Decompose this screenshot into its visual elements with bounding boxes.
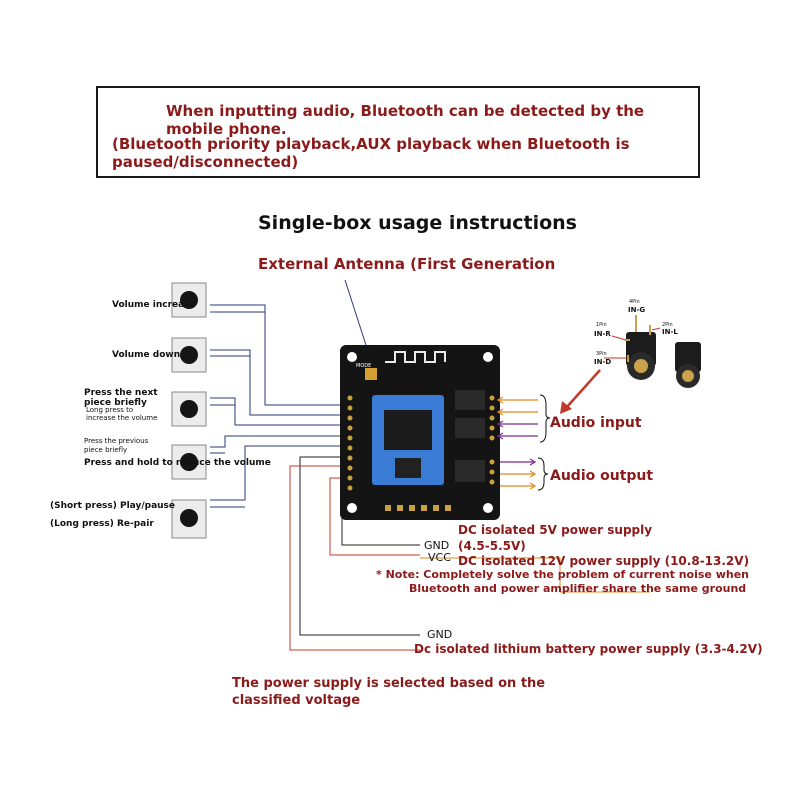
- button-label-next-d: increase the volume: [86, 414, 158, 422]
- antenna-connector: [365, 368, 377, 380]
- ic-chip: [455, 460, 485, 482]
- lithium-label: Dc isolated lithium battery power supply…: [414, 642, 763, 656]
- audio-input-arrows: [496, 396, 538, 440]
- button-label-next-c: Long press to: [86, 406, 134, 414]
- button-label-previous-b: piece briefly: [84, 446, 128, 454]
- notice-box: [96, 86, 700, 178]
- jack-pin-4: 4Pin: [629, 299, 640, 305]
- bt-chip: [384, 410, 432, 450]
- antenna-label: External Antenna (First Generation: [258, 255, 556, 273]
- mount-hole: [347, 352, 357, 362]
- button-label-play-pause: (Short press) Play/pause: [50, 501, 176, 511]
- jack-pin-3: 3Pin: [596, 351, 607, 357]
- note-line-1: * Note: Completely solve the problem of …: [376, 568, 749, 581]
- jack-label-r: IN-R: [594, 330, 611, 338]
- jack-label-line: [611, 335, 627, 341]
- button-wires: [210, 304, 345, 508]
- audio-input-label: Audio input: [550, 415, 642, 431]
- bt-chip-small: [395, 458, 421, 478]
- button-label-volume-down: Volume down: [112, 350, 181, 360]
- jack-pin-1: 1Pin: [596, 322, 607, 328]
- mount-hole: [483, 503, 493, 513]
- right-pin-header: [489, 395, 495, 485]
- notice-line-2: mobile phone.: [166, 120, 287, 138]
- bottom-pin-header: [385, 505, 451, 511]
- jack-label-d: IN-D: [594, 358, 611, 366]
- notice-line-1: When inputting audio, Bluetooth can be d…: [166, 102, 645, 120]
- jack-pointer-arrow: [565, 369, 601, 409]
- footer-line-2: classified voltage: [232, 693, 361, 708]
- audio-output-brace: [537, 457, 549, 491]
- left-pin-header: [347, 395, 353, 491]
- tactile-button-3: [171, 391, 207, 427]
- gnd-wire-lithium: [299, 456, 420, 636]
- notice-line-4: paused/disconnected): [112, 153, 299, 171]
- note-line-2: Bluetooth and power amplifier share the …: [409, 582, 747, 595]
- notice-line-3: (Bluetooth priority playback,AUX playbac…: [112, 135, 630, 153]
- gnd-label-lithium: GND: [427, 628, 453, 641]
- button-label-previous-a: Press the previous: [84, 437, 149, 445]
- ic-chip: [455, 390, 485, 410]
- mount-hole: [483, 352, 493, 362]
- jack-label-g: IN-G: [628, 306, 645, 314]
- audio-jack-photo: [625, 315, 701, 388]
- button-label-previous-c: Press and hold to reduce the volume: [84, 458, 271, 468]
- mount-hole: [347, 503, 357, 513]
- footer-line-1: The power supply is selected based on th…: [232, 676, 546, 691]
- vcc-label: VCC: [428, 551, 451, 564]
- tactile-button-5: [171, 499, 207, 539]
- ic-chip: [455, 418, 485, 438]
- button-label-next-b: piece briefly: [84, 398, 147, 408]
- dc12-label: DC isolated 12V power supply (10.8-13.2V…: [458, 554, 750, 568]
- jack-pointer-arrowhead: [560, 401, 572, 414]
- audio-output-label: Audio output: [550, 468, 654, 484]
- button-label-next-a: Press the next: [84, 388, 158, 398]
- audio-output-arrows: [500, 458, 537, 490]
- pcb-antenna-trace: [385, 351, 446, 363]
- page-title: Single-box usage instructions: [258, 212, 577, 234]
- tactile-button-2: [171, 337, 207, 373]
- board-mode-label: MODE: [356, 363, 371, 369]
- button-label-re-pair: (Long press) Re-pair: [50, 519, 154, 529]
- jack-label-line: [651, 327, 661, 331]
- jack-pin-2: 2Pin: [662, 322, 673, 328]
- gnd-label-5v: GND: [424, 539, 450, 552]
- note-wire: [420, 557, 650, 593]
- dc5-title: DC isolated 5V power supply: [458, 523, 653, 537]
- tactile-button-1: [171, 282, 207, 318]
- tactile-button-4: [171, 444, 207, 480]
- jack-label-l: IN-L: [662, 328, 678, 336]
- vcc-wire-lithium: [289, 465, 420, 651]
- vcc-wire-12v: [329, 477, 420, 556]
- dc5-range: (4.5-5.5V): [458, 539, 526, 553]
- audio-input-brace: [539, 394, 551, 443]
- button-label-volume-increase: Volume increase: [112, 300, 196, 310]
